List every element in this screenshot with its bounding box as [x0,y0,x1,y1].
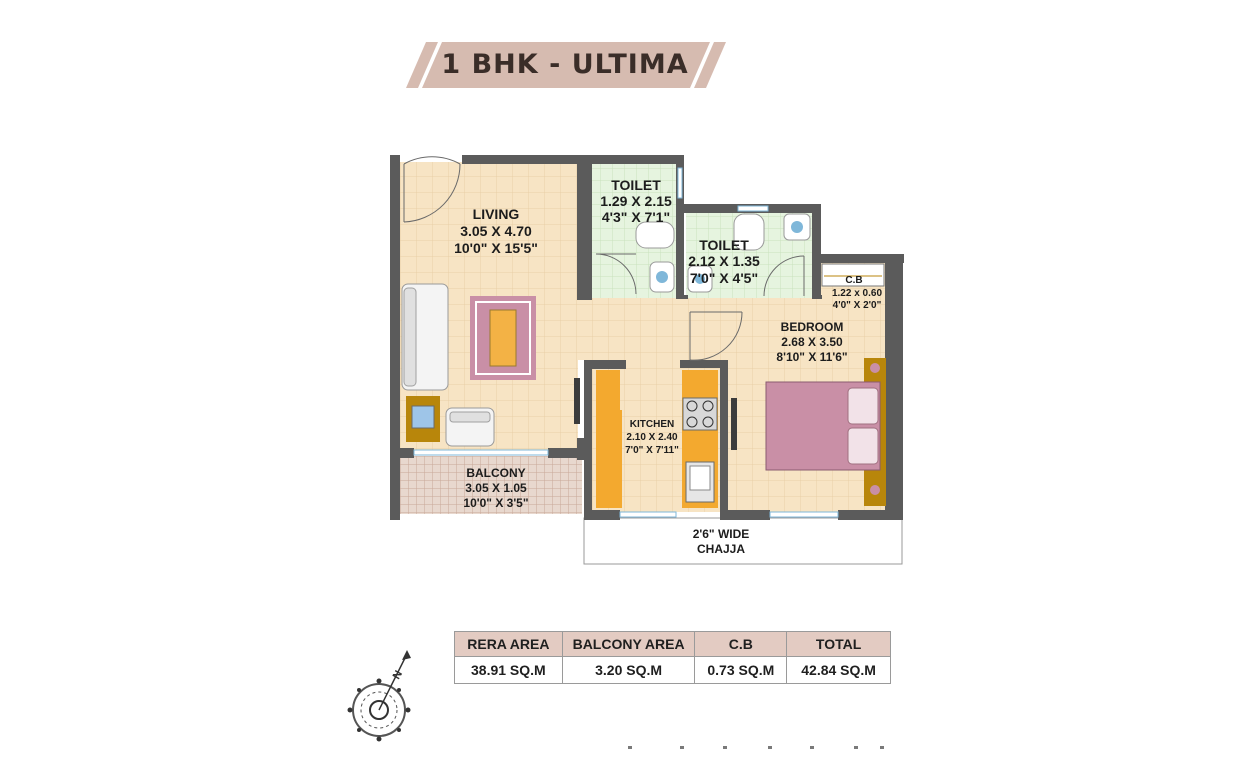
value-balcony-area: 3.20 SQ.M [561,656,696,684]
corridor-floor [578,298,688,360]
chajja-line1: 2'6" WIDE [693,527,750,541]
page-title: 1 BHK - ULTIMA [441,49,689,80]
balcony-imperial: 10'0" X 3'5" [463,496,528,510]
stove-icon [682,397,718,431]
balcony-floor [400,456,582,514]
armchair [445,407,495,447]
sofa [401,283,449,391]
value-rera-area: 38.91 SQ.M [454,656,563,684]
tv-unit [411,405,435,429]
chajja-area [583,517,903,565]
area-table-value-row: 38.91 SQ.M 3.20 SQ.M 0.73 SQ.M 42.84 SQ.… [454,656,891,684]
north-label: N [391,669,405,682]
rug [470,296,536,380]
header-total: TOTAL [786,631,891,657]
cb-imperial: 4'0" X 2'0" [833,300,882,311]
balcony-name: BALCONY [466,466,525,480]
value-total: 42.84 SQ.M [786,656,891,684]
toilet2-imperial: 7'0" X 4'5" [690,270,758,286]
banner-shape [406,42,726,88]
toilet1-name: TOILET [611,177,661,193]
toilet2-fixtures [687,213,811,293]
doors [403,156,805,361]
toilet2-name: TOILET [699,237,749,253]
bed [765,358,886,506]
value-cb: 0.73 SQ.M [694,656,788,684]
toilet2-metric: 2.12 X 1.35 [688,253,760,269]
chajja-line2: CHAJJA [697,542,745,556]
window-kitchen [731,398,737,450]
sink-icon [685,461,715,503]
bedroom-name: BEDROOM [781,320,844,334]
compass-icon: N [347,650,411,742]
bedroom-imperial: 8'10" X 11'6" [776,350,847,364]
cb-metric: 1.22 x 0.60 [832,288,882,299]
header-balcony-area: BALCONY AREA [561,631,696,657]
window-living [574,378,580,424]
cb-name: C.B [845,275,862,286]
toilet1-fixtures [635,221,675,293]
north-arrow-icon [378,653,408,711]
header-rera-area: RERA AREA [454,631,563,657]
area-table-header-row: RERA AREA BALCONY AREA C.B TOTAL [454,631,891,657]
header-cb: C.B [694,631,788,657]
kitchen-imperial: 7'0" X 7'11" [625,445,679,456]
windows [413,167,839,518]
wardrobe [821,263,885,287]
kitchen-metric: 2.10 X 2.40 [626,432,678,443]
toilet1-metric: 1.29 X 2.15 [600,193,672,209]
living-metric: 3.05 X 4.70 [460,223,532,239]
living-name: LIVING [473,206,520,222]
kitchen-name: KITCHEN [630,419,674,430]
footnote-cropped [628,746,884,749]
toilet1-imperial: 4'3" X 7'1" [602,209,670,225]
title-banner: 1 BHK - ULTIMA [400,40,730,90]
area-table: RERA AREA BALCONY AREA C.B TOTAL 38.91 S… [454,631,891,684]
bedroom-metric: 2.68 X 3.50 [781,335,843,349]
living-imperial: 10'0" X 15'5" [454,240,538,256]
balcony-metric: 3.05 X 1.05 [465,481,527,495]
